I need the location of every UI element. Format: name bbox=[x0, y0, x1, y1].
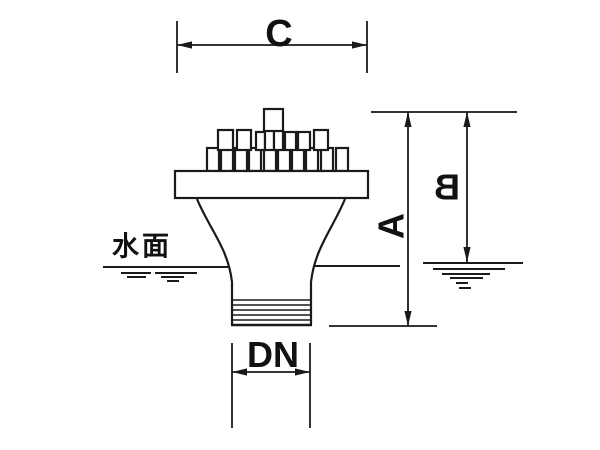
nozzle-rect-tall bbox=[262, 107, 285, 133]
dim-a-label: A bbox=[371, 213, 412, 239]
nozzle-rect bbox=[290, 146, 306, 173]
dim-b: B bbox=[434, 112, 471, 262]
nozzle-rect bbox=[262, 146, 278, 173]
nozzle-rect bbox=[272, 128, 285, 152]
nozzle-rect bbox=[304, 146, 320, 173]
arrowhead-right bbox=[295, 368, 310, 376]
water-surface-left: 水面 bbox=[103, 232, 230, 282]
nozzle-rect bbox=[312, 128, 330, 152]
arrowhead-bottom bbox=[404, 311, 412, 326]
thread-section bbox=[231, 299, 312, 327]
flange bbox=[173, 169, 370, 200]
water-surface-label: 水面 bbox=[112, 232, 172, 263]
nozzle-rect bbox=[263, 128, 276, 152]
arrowhead-left bbox=[177, 41, 192, 49]
nozzle-rect bbox=[283, 130, 298, 152]
funnel-right-curve bbox=[309, 198, 347, 325]
nozzle-body bbox=[173, 169, 370, 327]
nozzle-rect bbox=[319, 146, 335, 173]
nozzle-rect bbox=[254, 130, 267, 152]
funnel-left-curve bbox=[195, 198, 234, 325]
nozzle-rect bbox=[216, 128, 235, 152]
water-surface-right bbox=[314, 262, 523, 289]
nozzle-rect bbox=[334, 146, 350, 173]
nozzle-cluster bbox=[205, 107, 350, 173]
dim-c-label: C bbox=[265, 13, 292, 55]
dim-a: A bbox=[371, 112, 412, 326]
dim-b-label: B bbox=[434, 167, 460, 208]
arrowhead-right bbox=[352, 41, 367, 49]
dim-c: C bbox=[176, 13, 368, 73]
nozzle-rect bbox=[235, 128, 253, 152]
arrowhead-top bbox=[463, 112, 471, 127]
nozzle-rect bbox=[233, 146, 249, 173]
dim-dn-label: DN bbox=[247, 334, 299, 375]
nozzle-rect bbox=[296, 130, 312, 152]
dim-dn: DN bbox=[231, 334, 311, 428]
nozzle-rect bbox=[276, 146, 292, 173]
arrowhead-top bbox=[404, 112, 412, 127]
arrowhead-left bbox=[232, 368, 247, 376]
arrowhead-bottom bbox=[463, 247, 471, 262]
nozzle-rect bbox=[247, 146, 263, 173]
nozzle-rect bbox=[205, 146, 221, 173]
nozzle-rect bbox=[219, 146, 235, 173]
vertical-dim-extensions bbox=[329, 111, 517, 327]
